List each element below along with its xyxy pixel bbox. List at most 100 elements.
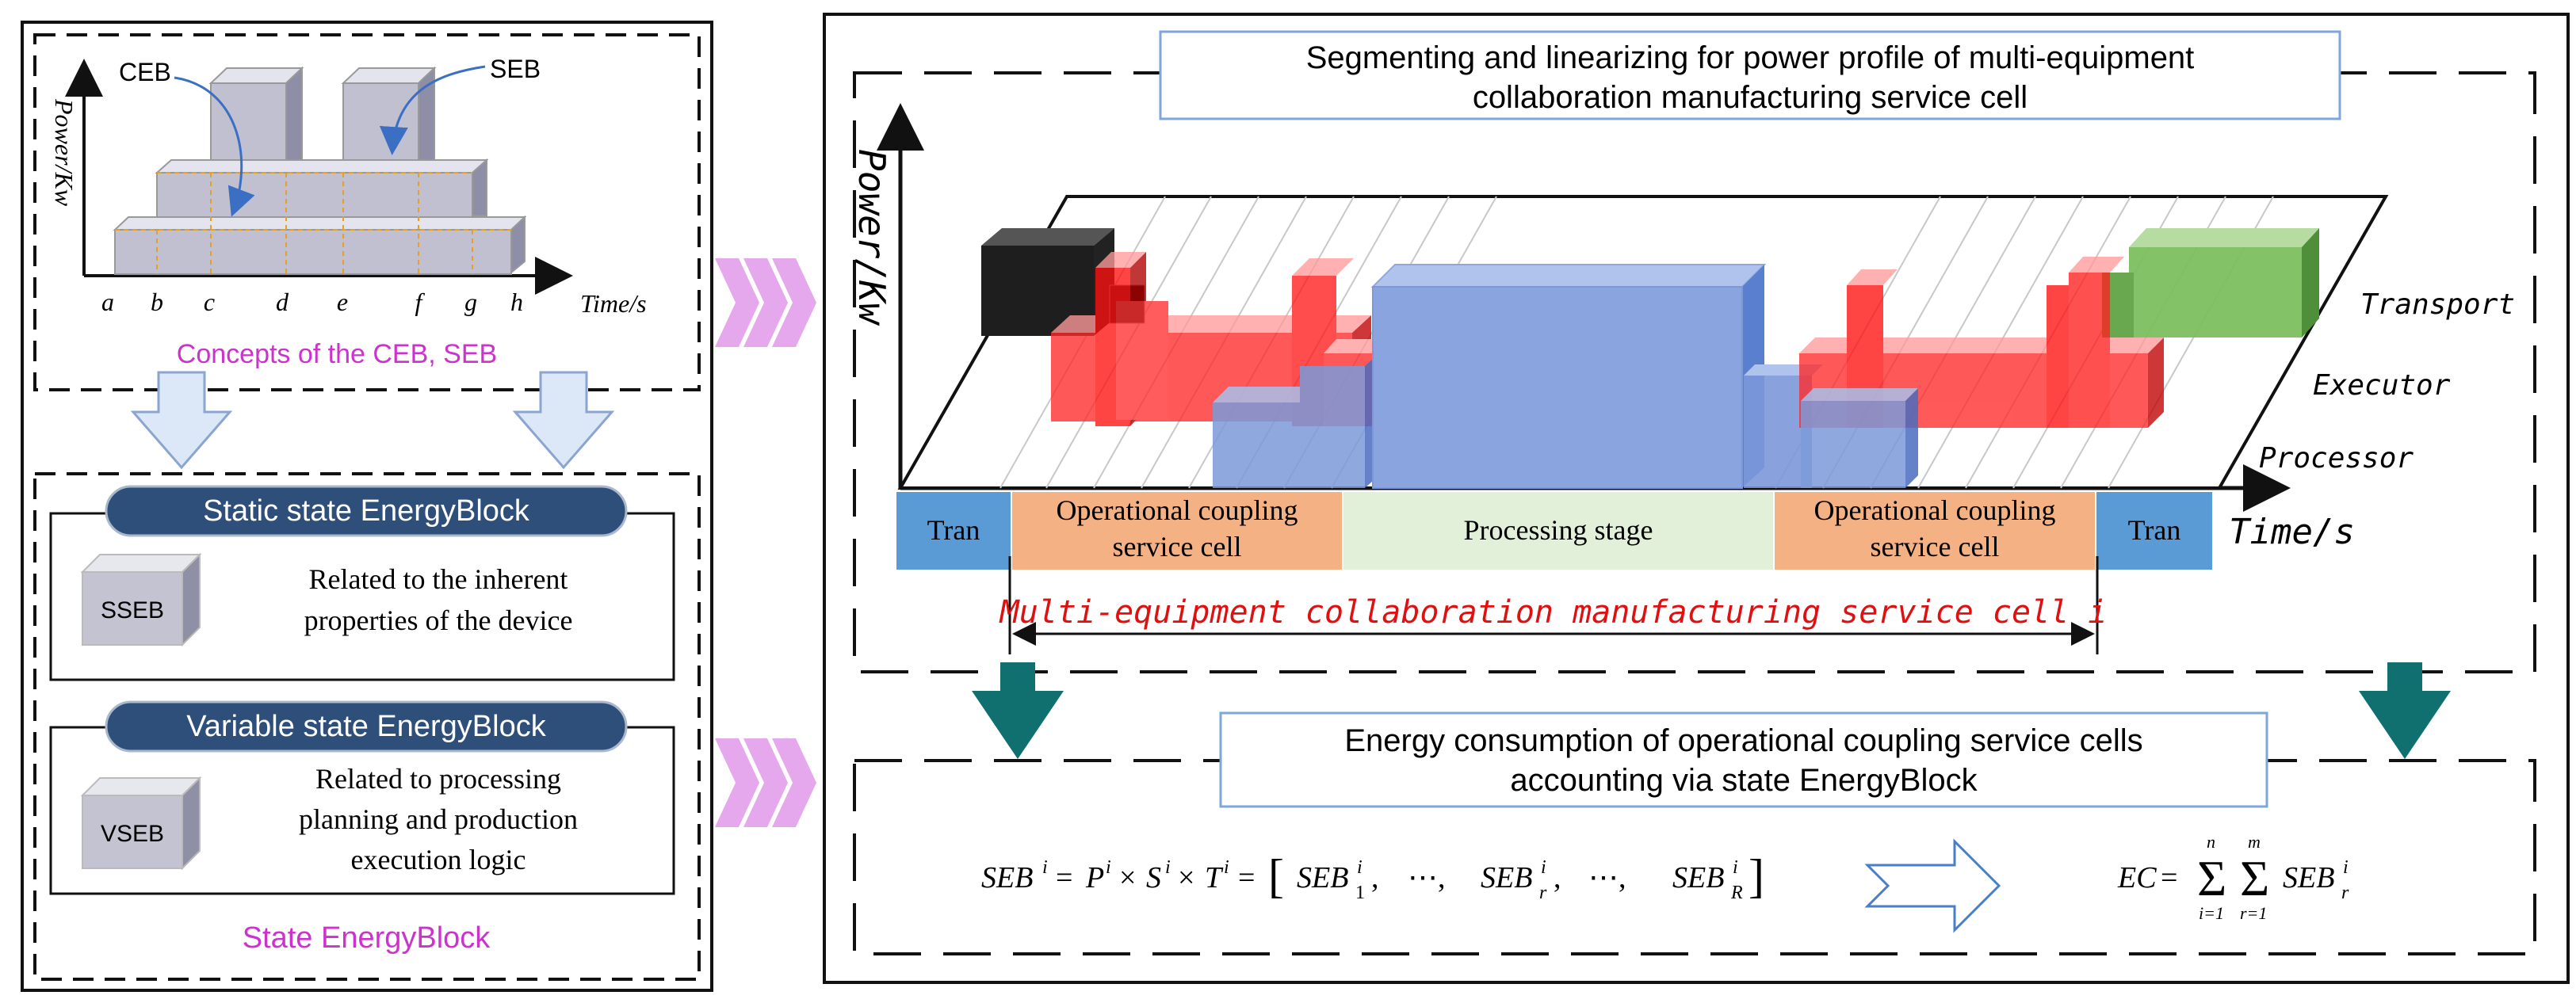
- concepts-caption: Concepts of the CEB, SEB: [177, 339, 497, 369]
- formula-arrow: [1864, 838, 2001, 933]
- svg-text:i: i: [1042, 857, 1048, 878]
- svg-text:⋯,: ⋯,: [1588, 861, 1626, 894]
- cell-caption: Multi-equipment collaboration manufactur…: [999, 594, 2108, 631]
- bottom-title-line-1: Energy consumption of operational coupli…: [1344, 723, 2142, 758]
- svg-text:R: R: [1730, 883, 1743, 903]
- row-label-executor: Executor: [2313, 369, 2451, 402]
- timeline-processing-stage: Processing stage: [1464, 514, 1653, 546]
- concepts-dashed-box: [33, 33, 701, 391]
- svg-text:n: n: [2207, 832, 2215, 852]
- svg-text:⋯,: ⋯,: [1408, 861, 1446, 894]
- ceb-arrow: [174, 76, 255, 217]
- svg-text:i: i: [1733, 857, 1738, 878]
- svg-text:S: S: [1146, 861, 1161, 894]
- svg-text:r: r: [2341, 883, 2349, 903]
- tick-a: a: [101, 288, 114, 316]
- tick-h: h: [510, 288, 523, 316]
- svg-text:SEB: SEB: [1672, 861, 1724, 894]
- mini-y-label: Power/Kw: [50, 98, 78, 207]
- svg-text:i: i: [1165, 857, 1171, 878]
- svg-text:SEB: SEB: [2283, 861, 2334, 894]
- teal-down-arrows: [972, 662, 2451, 759]
- bottom-title-line-2: accounting via state EnergyBlock: [1510, 763, 1978, 798]
- svg-text:×: ×: [1178, 861, 1194, 894]
- tick-b: b: [151, 288, 163, 316]
- svg-text:[: [: [1268, 850, 1284, 902]
- svg-text:r: r: [1539, 883, 1547, 903]
- processor-blocks-left: [1213, 352, 1381, 488]
- variable-box-banner: [105, 700, 628, 753]
- svg-text:i: i: [1357, 857, 1363, 878]
- svg-text:SEB: SEB: [1481, 861, 1532, 894]
- svg-text:=: =: [1238, 861, 1255, 894]
- svg-text:i: i: [1541, 857, 1546, 878]
- tick-f: f: [415, 288, 426, 316]
- chevrons-bottom: [715, 738, 816, 827]
- svg-text:P: P: [1085, 861, 1104, 894]
- vseb-label: VSEB: [101, 821, 164, 847]
- static-box-title: Static state EnergyBlock: [203, 494, 530, 528]
- timeline-tran-right: Tran: [2128, 514, 2181, 546]
- formula-ec: EC = Σ n i=1 Σ m r=1 SEB ir: [2117, 832, 2349, 923]
- sseb-label: SSEB: [101, 597, 164, 624]
- state-energyblock-caption: State EnergyBlock: [243, 921, 491, 955]
- state-energyblock-dashed-box: [33, 472, 701, 981]
- svg-text:i: i: [1106, 857, 1111, 878]
- timeline-ocsc-left-line-2: service cell: [1113, 531, 1242, 563]
- timeline-ocsc-right-line-1: Operational coupling: [1814, 494, 2056, 526]
- svg-text:,: ,: [1554, 861, 1561, 894]
- seb-arrow: [379, 65, 486, 155]
- variable-desc-line-1: Related to processing: [315, 763, 561, 795]
- main-y-label: Power/Kw: [850, 149, 893, 326]
- timeline-tran-left: Tran: [927, 514, 980, 546]
- transport-block-green: [2102, 228, 2319, 338]
- main-x-label: Time/s: [2229, 512, 2355, 552]
- chevrons-top: [715, 258, 816, 347]
- svg-text:=: =: [1056, 861, 1072, 894]
- row-label-processor: Processor: [2259, 442, 2414, 475]
- left-down-arrows: [130, 371, 615, 470]
- svg-text:]: ]: [1749, 850, 1764, 902]
- top-title-box: [1159, 30, 2341, 120]
- svg-text:,: ,: [1371, 861, 1379, 894]
- left-panel-frame: [21, 21, 713, 992]
- svg-text:=: =: [2161, 861, 2177, 894]
- vseb-cube: [80, 776, 202, 871]
- svg-text:i: i: [2343, 857, 2349, 878]
- svg-text:i=1: i=1: [2199, 903, 2224, 923]
- tick-d: d: [276, 288, 289, 316]
- mini-energy-blocks: [113, 66, 527, 275]
- top-title-line-2: collaboration manufacturing service cell: [1473, 80, 2028, 115]
- mini-x-label: Time/s: [580, 289, 647, 318]
- svg-text:SEB: SEB: [1297, 861, 1348, 894]
- svg-text:×: ×: [1119, 861, 1136, 894]
- svg-text:1: 1: [1355, 883, 1365, 903]
- svg-text:Σ: Σ: [2240, 850, 2269, 906]
- ceb-label: CEB: [119, 58, 171, 86]
- svg-text:i: i: [1224, 857, 1229, 878]
- tick-c: c: [204, 288, 215, 316]
- variable-box-title: Variable state EnergyBlock: [186, 710, 546, 743]
- top-title-line-1: Segmenting and linearizing for power pro…: [1306, 40, 2195, 75]
- svg-text:r=1: r=1: [2240, 903, 2267, 923]
- svg-text:T: T: [1205, 861, 1224, 894]
- svg-text:m: m: [2248, 832, 2261, 852]
- timeline-strip: [895, 490, 2214, 571]
- tick-e: e: [337, 288, 348, 316]
- svg-text:Σ: Σ: [2197, 850, 2226, 906]
- tick-g: g: [464, 288, 477, 316]
- bottom-title-box: [1219, 711, 2268, 808]
- row-label-transport: Transport: [2360, 288, 2515, 321]
- variable-desc-line-2: planning and production: [299, 803, 578, 835]
- processor-block-main: [1370, 264, 1823, 489]
- timeline-ocsc-left-line-1: Operational coupling: [1057, 494, 1298, 526]
- timeline-ocsc-right-line-2: service cell: [1871, 531, 2000, 563]
- svg-text:SEB: SEB: [981, 861, 1033, 894]
- processor-blocks-right: [1801, 388, 1918, 488]
- svg-text:EC: EC: [2117, 861, 2157, 894]
- static-desc-line-1: Related to the inherent: [309, 563, 568, 595]
- static-desc-line-2: properties of the device: [304, 604, 573, 636]
- static-box-banner: [105, 485, 628, 537]
